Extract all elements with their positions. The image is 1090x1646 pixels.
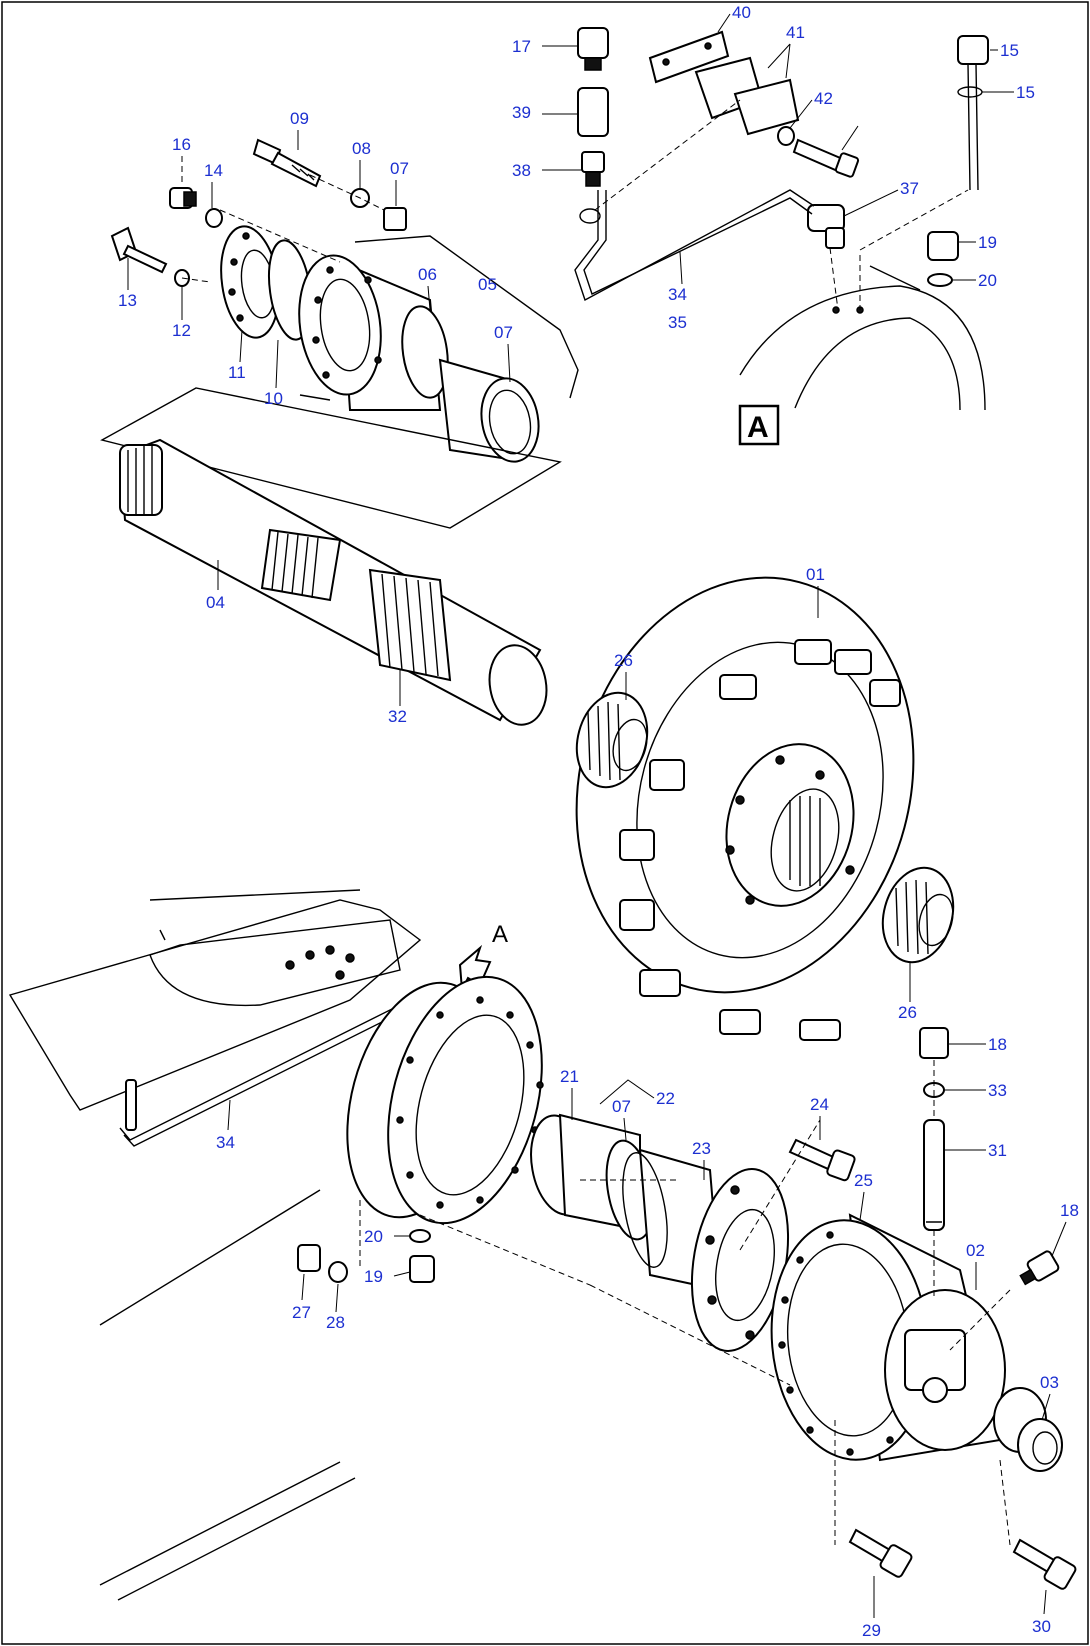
- callout-17: 15: [1000, 41, 1019, 60]
- part-19-plug-lower: [409, 1255, 435, 1283]
- callout-26-bottom: 26: [898, 1003, 917, 1022]
- callout-08: 07: [390, 159, 409, 178]
- callout-05: 05: [478, 275, 497, 294]
- part-16-plug: [169, 187, 197, 209]
- part-06-ring: [401, 305, 449, 399]
- shaft-frame: [100, 387, 562, 529]
- part-18-plug-mid: [919, 1027, 949, 1059]
- callout-12: 11: [228, 363, 246, 382]
- callout-01: 01: [806, 565, 825, 584]
- part-28-washer: [328, 1261, 348, 1283]
- part-03-cover-cap: [993, 1387, 1063, 1472]
- part-10-bolt: [252, 138, 322, 188]
- callout-25: 25: [854, 1171, 873, 1190]
- callout-36: 37: [900, 179, 919, 198]
- callout-41: 42: [814, 89, 833, 108]
- callout-28: 28: [326, 1313, 345, 1332]
- callout-27: 27: [292, 1303, 311, 1322]
- part-ring-carrier: [346, 975, 544, 1225]
- callout-19-bottom: 19: [364, 1267, 383, 1286]
- detail-box-label: A: [747, 411, 769, 444]
- callout-18-top: 17: [512, 37, 531, 56]
- callout-15-left: 14: [204, 161, 223, 180]
- pipe-fitting-lower: [125, 1079, 137, 1131]
- callout-38: 39: [512, 103, 531, 122]
- callout-21: 21: [560, 1067, 579, 1086]
- group-bracket-05: [354, 235, 579, 399]
- part-14-bolt: [110, 226, 168, 274]
- part-08-nut: [383, 207, 407, 231]
- callout-24: 24: [810, 1095, 829, 1114]
- part-25-flange: [690, 1168, 790, 1352]
- callout-35: 35: [668, 313, 687, 332]
- part-01-planet-carrier: [575, 576, 915, 1041]
- callout-18-right: 18: [1060, 1201, 1079, 1220]
- callout-34-top: 34: [668, 285, 687, 304]
- callout-20-bottom: 20: [364, 1227, 383, 1246]
- callout-39: 40: [732, 3, 751, 22]
- callout-31: 30: [1032, 1617, 1051, 1636]
- callout-34-bottom: 34: [216, 1133, 235, 1152]
- callout-29: 29: [862, 1621, 881, 1640]
- callout-22: 22: [656, 1089, 675, 1108]
- part-26-planet-gear-left: [575, 691, 649, 789]
- part-02-wheel-hub: [770, 1213, 1006, 1462]
- callout-09: 08: [352, 139, 371, 158]
- callout-30: 32: [388, 707, 407, 726]
- callout-19-top: 19: [978, 233, 997, 252]
- part-24-bolt: [788, 1138, 856, 1182]
- part-27-nut: [297, 1244, 321, 1272]
- detail-box-a: A: [738, 404, 780, 446]
- callout-16: 16: [172, 135, 191, 154]
- part-20-washer-lower: [409, 1229, 431, 1243]
- callout-07-top: 07: [494, 323, 513, 342]
- part-18-plug-right: [1019, 1250, 1060, 1286]
- detail-a-lubrication-group: [574, 27, 989, 411]
- callout-11: 10: [264, 389, 283, 408]
- callout-10: 09: [290, 109, 309, 128]
- callout-23: 23: [692, 1139, 711, 1158]
- part-32-rod: [923, 1119, 945, 1231]
- callout-40: 41: [786, 23, 805, 42]
- callout-20-top: 20: [978, 271, 997, 290]
- part-31-bolt: [1012, 1538, 1077, 1590]
- part-15-washer: [205, 208, 223, 228]
- part-07-bushing-upper: [438, 358, 540, 463]
- callout-02: 02: [966, 1241, 985, 1260]
- axle-housing-outline: [8, 899, 422, 1111]
- callout-32: 31: [988, 1141, 1007, 1160]
- callout-33: 33: [988, 1081, 1007, 1100]
- view-arrow-label: A: [492, 921, 508, 948]
- callout-14: 13: [118, 291, 137, 310]
- part-04-shaft: [118, 438, 548, 726]
- callout-15-right: 15: [1016, 83, 1035, 102]
- callout-37: 38: [512, 161, 531, 180]
- callout-26-top: 26: [614, 651, 633, 670]
- callout-03: 03: [1040, 1373, 1059, 1392]
- callout-06: 06: [418, 265, 437, 284]
- part-26-planet-gear-right: [881, 866, 955, 964]
- callout-04: 04: [206, 593, 225, 612]
- callout-13: 12: [172, 321, 191, 340]
- callout-07-bottom: 07: [612, 1097, 631, 1116]
- part-29-bolt: [848, 1528, 913, 1578]
- callout-18-mid: 18: [988, 1035, 1007, 1054]
